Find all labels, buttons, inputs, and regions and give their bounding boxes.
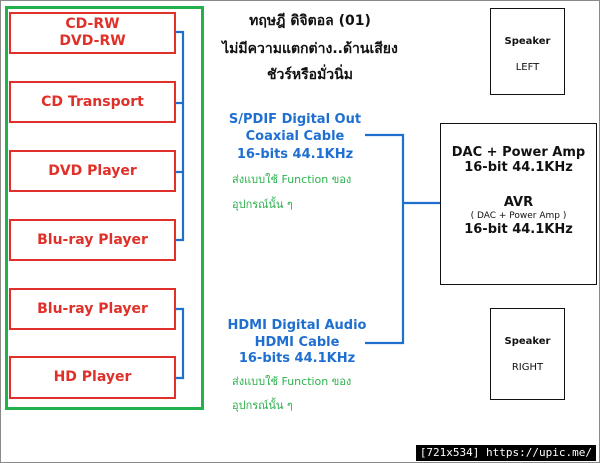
source-cd-transport: CD Transport xyxy=(9,81,176,123)
source-dvd-player: DVD Player xyxy=(9,150,176,192)
source-label: HD Player xyxy=(53,369,132,385)
lower-group-bracket xyxy=(176,307,185,380)
spdif-line-1: S/PDIF Digital Out xyxy=(228,112,362,127)
output-bracket xyxy=(365,133,405,345)
upper-group-bracket xyxy=(176,30,185,242)
spdif-line-2: Coaxial Cable xyxy=(245,129,345,144)
source-label: Blu-ray Player xyxy=(37,300,148,317)
hdmi-line-1: HDMI Digital Audio xyxy=(227,318,367,333)
source-label: CD Transport xyxy=(41,93,144,110)
avr-line-2: ( DAC + Power Amp ) xyxy=(470,211,567,221)
source-group-border xyxy=(5,6,204,410)
hdmi-note-1: ส่งแบบใช้ Function ของ xyxy=(232,375,352,388)
spdif-note-1: ส่งแบบใช้ Function ของ xyxy=(232,173,352,186)
amp-avr-box: DAC + Power Amp 16-bit 44.1KHz AVR ( DAC… xyxy=(440,123,597,285)
speaker-side: RIGHT xyxy=(511,362,544,373)
spdif-line-3: 16-bits 44.1KHz xyxy=(236,147,354,162)
source-label: Blu-ray Player xyxy=(37,231,148,248)
speaker-label: Speaker xyxy=(504,36,551,47)
source-hd-player: HD Player xyxy=(9,356,176,399)
source-label: CD-RW DVD-RW xyxy=(59,16,126,49)
source-cd-rw-dvd-rw: CD-RW DVD-RW xyxy=(9,12,176,54)
speaker-label: Speaker xyxy=(504,336,551,347)
speaker-side: LEFT xyxy=(515,62,540,73)
source-blu-ray-player-2: Blu-ray Player xyxy=(9,288,176,330)
source-label: DVD Player xyxy=(48,162,137,179)
source-blu-ray-player-1: Blu-ray Player xyxy=(9,219,176,261)
hdmi-line-2: HDMI Cable xyxy=(254,335,340,350)
speaker-left-box: Speaker LEFT xyxy=(490,8,565,95)
title-line-3: ชัวร์หรือมั่วนิ่ม xyxy=(267,67,353,83)
dac-line-2: 16-bit 44.1KHz xyxy=(464,160,573,175)
avr-line-1: AVR xyxy=(503,195,534,210)
speaker-right-box: Speaker RIGHT xyxy=(490,308,565,400)
hdmi-note-2: อุปกรณ์นั้น ๆ xyxy=(232,399,293,412)
watermark: [721x534] https://upic.me/ xyxy=(415,445,596,461)
title-line-2: ไม่มีความแตกต่าง..ด้านเสียง xyxy=(222,41,398,57)
avr-line-3: 16-bit 44.1KHz xyxy=(464,222,573,237)
title-line-1: ทฤษฎี ดิจิตอล (01) xyxy=(249,13,371,29)
spdif-note-2: อุปกรณ์นั้น ๆ xyxy=(232,198,293,211)
dac-line-1: DAC + Power Amp xyxy=(451,145,586,160)
hdmi-line-3: 16-bits 44.1KHz xyxy=(238,351,356,366)
